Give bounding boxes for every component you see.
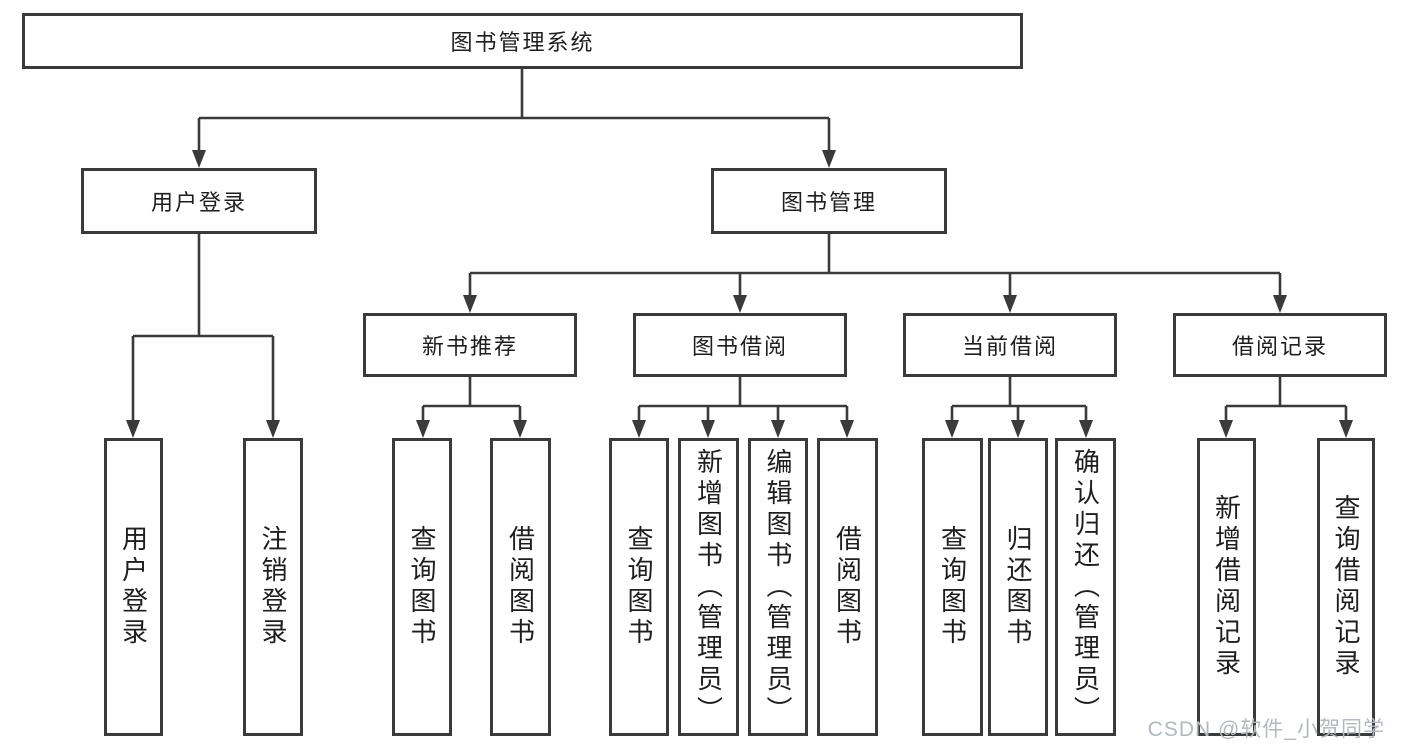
leaf-node-query-books-current: 查询图书 [922, 438, 983, 736]
leaf-node-borrow-books-recommend-label: 借阅图书 [505, 525, 536, 649]
leaf-node-user-login-label: 用户登录 [118, 525, 149, 649]
leaf-node-return-book: 归还图书 [988, 438, 1048, 736]
leaf-node-query-borrow-record-label: 查询借阅记录 [1331, 494, 1361, 680]
leaf-node-edit-book-admin: 编辑图书（管理员） [748, 438, 808, 736]
root-node-label: 图书管理系统 [450, 30, 595, 55]
csdn-watermark: CSDN @软件_小贺同学 [1147, 718, 1385, 741]
leaf-node-confirm-return-admin-label: 确认归还（管理员） [1070, 447, 1101, 727]
leaf-node-query-books-recommend: 查询图书 [392, 438, 452, 736]
leaf-node-query-books-borrow: 查询图书 [609, 438, 669, 736]
leaf-node-add-borrow-record-label: 新增借阅记录 [1211, 494, 1242, 680]
leaf-node-logout: 注销登录 [243, 438, 303, 736]
level2-node-user-login-label: 用户登录 [150, 190, 247, 215]
connector-book-management [468, 234, 1282, 297]
connector-book-borrow [637, 377, 849, 422]
level3-node-borrow-records: 借阅记录 [1173, 313, 1387, 377]
leaf-node-borrow-books-recommend: 借阅图书 [490, 438, 551, 736]
level2-node-book-management-label: 图书管理 [780, 190, 877, 215]
leaf-node-query-books-current-label: 查询图书 [937, 525, 968, 649]
leaf-node-confirm-return-admin: 确认归还（管理员） [1055, 438, 1116, 736]
level3-node-borrow-records-label: 借阅记录 [1231, 334, 1328, 359]
leaf-node-query-books-recommend-label: 查询图书 [407, 525, 437, 649]
connector-borrow-records [1224, 377, 1348, 422]
connector-user-login [131, 234, 275, 422]
level3-node-book-borrow-label: 图书借阅 [691, 334, 788, 359]
level2-node-user-login: 用户登录 [81, 168, 317, 234]
leaf-node-borrow-books-label: 借阅图书 [832, 525, 863, 649]
level3-node-current-borrow-label: 当前借阅 [961, 334, 1058, 359]
level3-node-current-borrow: 当前借阅 [903, 313, 1117, 377]
leaf-node-add-book-admin-label: 新增图书（管理员） [693, 447, 724, 727]
level3-node-book-borrow: 图书借阅 [633, 313, 847, 377]
connector-root [197, 69, 831, 152]
leaf-node-return-book-label: 归还图书 [1003, 525, 1033, 649]
level2-node-book-management: 图书管理 [711, 168, 947, 234]
leaf-node-logout-label: 注销登录 [258, 525, 288, 649]
connector-new-book [421, 377, 522, 422]
leaf-node-edit-book-admin-label: 编辑图书（管理员） [763, 447, 793, 727]
leaf-node-query-books-borrow-label: 查询图书 [624, 525, 654, 649]
level3-node-new-book-recommend-label: 新书推荐 [421, 334, 518, 359]
leaf-node-query-borrow-record: 查询借阅记录 [1317, 438, 1375, 736]
connector-current-borrow [950, 377, 1088, 422]
leaf-node-add-book-admin: 新增图书（管理员） [678, 438, 739, 736]
leaf-node-borrow-books: 借阅图书 [817, 438, 878, 736]
level3-node-new-book-recommend: 新书推荐 [363, 313, 577, 377]
root-node-library-system: 图书管理系统 [22, 13, 1023, 69]
leaf-node-add-borrow-record: 新增借阅记录 [1197, 438, 1256, 736]
leaf-node-user-login: 用户登录 [104, 438, 163, 736]
